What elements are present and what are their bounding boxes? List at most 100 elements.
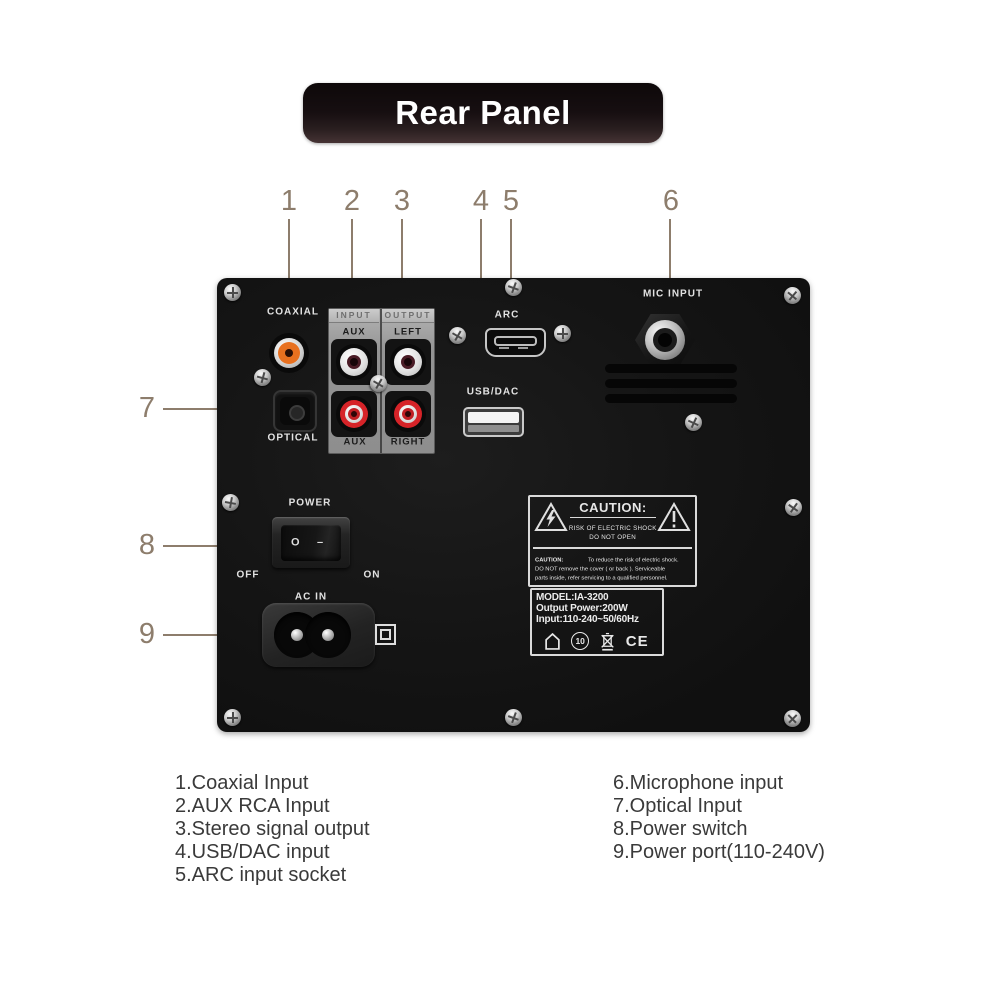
optical-port (273, 390, 317, 432)
aux-input-top-label: AUX (342, 326, 366, 338)
alert-triangle-icon (657, 502, 691, 531)
legend-item-6: 6.Microphone input (613, 772, 784, 794)
caution-line2: DO NOT OPEN (589, 534, 636, 541)
screw-icon (682, 411, 705, 434)
vent-slot (605, 379, 737, 388)
usb-tongue (468, 412, 519, 423)
coaxial-jack (269, 333, 309, 373)
rear-panel: COAXIAL OPTICAL INPUT OUTPUT AUX LEFT (217, 276, 810, 732)
caution-para-line3: parts inside, refer servicing to a quali… (535, 575, 668, 582)
ac-inlet-pin (291, 629, 303, 641)
legend-item-2: 2.AUX RCA Input (175, 795, 330, 817)
house-icon (545, 632, 561, 650)
vent-slot (605, 364, 737, 373)
screw-icon (554, 325, 571, 342)
input-header: INPUT (329, 309, 379, 323)
jack-hole (351, 411, 357, 417)
screw-icon (781, 495, 806, 520)
ac-power-inlet (262, 603, 375, 667)
input-output-plate: INPUT OUTPUT AUX LEFT (328, 308, 435, 454)
weee-bin-icon (601, 632, 614, 651)
screw-icon (220, 492, 241, 513)
hdmi-slot (494, 336, 537, 346)
legend-left-column: 1.Coaxial Input 2.AUX RCA Input 3.Stereo… (175, 772, 370, 887)
output-left-white-jack (390, 344, 426, 380)
callout-number-9: 9 (138, 618, 156, 650)
screw-icon (252, 367, 273, 388)
model-number: MODEL:IA-3200 (536, 592, 609, 603)
page-title: Rear Panel (303, 83, 663, 143)
switch-off-symbol: O (291, 536, 300, 549)
callout-number-2: 2 (343, 185, 361, 217)
class-ii-inner-square (380, 629, 391, 640)
legend-right-column: 6.Microphone input 7.Optical Input 8.Pow… (613, 772, 825, 864)
optical-label: OPTICAL (267, 432, 319, 444)
optical-port-lens (289, 405, 305, 421)
switch-on-symbol: – (317, 536, 324, 549)
power-switch: O – (272, 517, 350, 568)
caution-divider (533, 547, 692, 549)
aux-input-white-jack (336, 344, 372, 380)
screw-icon (502, 276, 525, 299)
mic-input-label: MIC INPUT (642, 288, 704, 300)
certification-icons: 10 CE (532, 630, 662, 652)
ce-mark: CE (625, 632, 649, 650)
callout-number-7: 7 (138, 392, 156, 424)
output-left-label: LEFT (394, 326, 422, 338)
output-header: OUTPUT (382, 309, 434, 323)
input-rating: Input:110-240~50/60Hz (536, 614, 639, 625)
page-title-text: Rear Panel (395, 94, 571, 131)
rohs-10-icon: 10 (571, 632, 590, 650)
caution-title: CAUTION: (579, 500, 647, 515)
legend-item-4: 4.USB/DAC input (175, 841, 330, 863)
hdmi-pin (499, 347, 509, 349)
usb-dac-label: USB/DAC (466, 386, 520, 398)
on-label: ON (363, 569, 381, 581)
callout-number-3: 3 (393, 185, 411, 217)
model-label: MODEL:IA-3200 Output Power:200W Input:11… (530, 588, 664, 656)
usb-lower (468, 425, 519, 432)
usb-port (463, 407, 524, 437)
caution-underline (570, 517, 656, 518)
ac-in-label: AC IN (294, 591, 328, 603)
caution-label: CAUTION: RISK OF ELECTRIC SHOCK DO NOT O… (528, 495, 697, 587)
aux-input-red-jack (336, 396, 372, 432)
jack-hole (350, 358, 358, 366)
callout-number-1: 1 (280, 185, 298, 217)
legend-item-5: 5.ARC input socket (175, 864, 347, 886)
jack-hole (404, 358, 412, 366)
screw-icon (780, 283, 805, 308)
power-rocker: O – (281, 525, 341, 561)
arc-label: ARC (494, 309, 520, 321)
coaxial-label: COAXIAL (267, 306, 319, 318)
output-power: Output Power:200W (536, 603, 628, 614)
legend-item-1: 1.Coaxial Input (175, 772, 309, 794)
coaxial-jack-hole (285, 349, 293, 357)
jack-hole (405, 411, 411, 417)
legend-item-7: 7.Optical Input (613, 795, 742, 817)
output-right-red-jack (390, 396, 426, 432)
screw-icon (224, 709, 241, 726)
screw-icon (780, 706, 805, 731)
off-label: OFF (236, 569, 260, 581)
ac-inlet-pin (322, 629, 334, 641)
class-ii-insulation-icon (375, 624, 396, 645)
electric-shock-triangle-icon (534, 502, 568, 531)
screw-icon (445, 323, 470, 348)
output-right-label: RIGHT (390, 436, 426, 448)
callout-number-4: 4 (472, 185, 490, 217)
caution-para-label: CAUTION: (535, 557, 564, 564)
caution-line1: RISK OF ELECTRIC SHOCK (568, 525, 657, 532)
mic-jack-hole (658, 333, 672, 347)
screw-icon (502, 706, 525, 729)
vent-slot (605, 394, 737, 403)
hdmi-pin (518, 347, 528, 349)
legend-item-3: 3.Stereo signal output (175, 818, 370, 840)
screw-icon (224, 284, 241, 301)
callout-number-6: 6 (662, 185, 680, 217)
callout-number-8: 8 (138, 529, 156, 561)
legend-item-8: 8.Power switch (613, 818, 748, 840)
caution-para-line1: To reduce the risk of electric shock. (588, 557, 679, 564)
arc-hdmi-port (485, 328, 546, 357)
